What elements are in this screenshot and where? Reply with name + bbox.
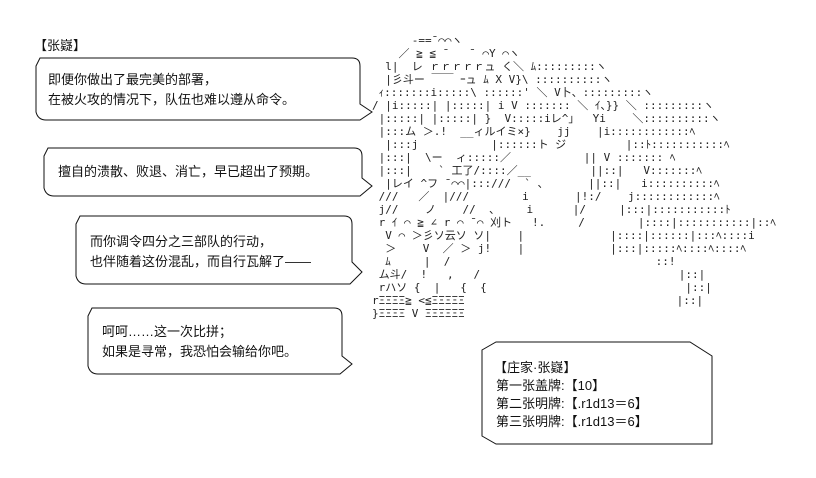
speaker-tag: 【张嶷】: [34, 38, 87, 53]
bubble-2-frame: [43, 147, 373, 197]
info-box-title: 【庄家·张嶷】: [494, 360, 577, 375]
ascii-art-figure: -==ˉ⌒⌒ヽ ／ ≧ ≦ ˉ ˉ ⌒Y ⌒ヽ l| レ ｒｒｒｒｒュ く＼ ﾑ…: [372, 34, 776, 320]
bubble-3-line-1: 而你调令四分之三部队的行动，: [90, 234, 273, 249]
info-box-row-1: 第一张盖牌:【10】: [496, 378, 606, 393]
bubble-4-line-2: 如果是寻常，我恐怕会输给你吧。: [102, 344, 298, 359]
bubble-4-frame: [87, 307, 353, 375]
info-box-row-2: 第二张明牌:【.r1d13＝6】: [496, 396, 648, 411]
bubble-1-line-1: 即便你做出了最完美的部署，: [48, 72, 218, 87]
bubble-1-line-2: 在被火攻的情况下，队伍也难以遵从命令。: [48, 92, 296, 107]
info-box-row-3: 第三张明牌:【.r1d13＝6】: [496, 414, 648, 429]
bubble-1-frame: [35, 57, 373, 121]
bubble-3-line-2: 也伴随着这份混乱，而自行瓦解了――: [90, 254, 312, 269]
bubble-2-line-1: 擅自的溃散、败退、消亡，早已超出了预期。: [58, 164, 319, 179]
info-box-frame: [481, 341, 713, 445]
bubble-4-line-1: 呵呵……这一次比拼；: [102, 324, 233, 339]
bubble-3-frame: [75, 215, 363, 285]
